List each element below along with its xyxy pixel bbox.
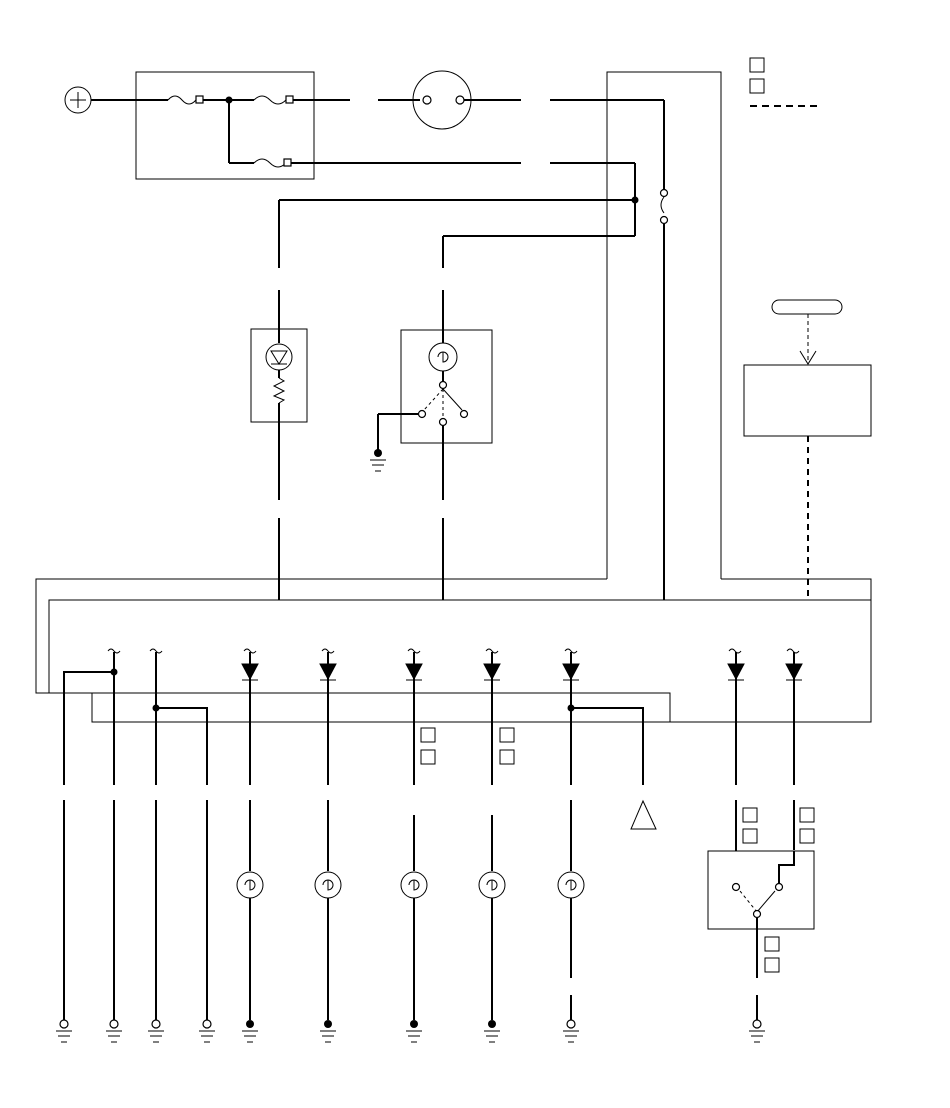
horn-icon [630,799,657,830]
bulb-icon [400,871,428,899]
ground-icon [148,1019,164,1043]
wire-label-box [764,957,780,973]
output-channels [63,648,815,1020]
bulb-icon [314,871,342,899]
switch-icon [417,380,469,427]
ground-icon [370,449,386,472]
wire-label-box [420,727,436,743]
channel-diode-2 [314,648,342,1020]
connector-icon [412,70,472,130]
legend [749,57,818,107]
wire-label-box [799,828,815,844]
bulb-icon [478,871,506,899]
resistor-icon [272,377,286,404]
wire-label-box [742,828,758,844]
ground-icon [56,1019,72,1043]
sensor-unit [743,364,872,437]
bulb-icon [236,871,264,899]
ground-icon [749,1019,765,1043]
channel-diode-7 [785,648,803,850]
ground-icon [199,1019,215,1043]
wire-label-box [499,727,515,743]
channel-diode-6 [727,648,745,883]
sensor-icon [771,299,843,315]
switch-module [707,850,815,930]
ground-icon [320,1020,336,1043]
bulb-icon [557,871,585,899]
channel-diode-1 [236,648,264,1020]
wire-label-box [420,749,436,765]
fuse-icon [659,188,669,225]
grounds [56,1019,765,1043]
control-module [35,578,872,723]
indicator-section [250,200,872,600]
junction-dot [110,668,118,676]
wire-label-box [799,807,815,823]
wire-label-box [742,807,758,823]
ground-icon [406,1020,422,1043]
ground-icon [563,1019,579,1043]
switch-icon [731,882,784,919]
channel-diode-5 [557,648,657,1020]
wire-label-box [764,936,780,952]
legend-swatch-box [749,57,765,73]
ground-icon [242,1020,258,1043]
ground-icon [484,1020,500,1043]
power-supply-section [64,70,722,600]
legend-swatch-box [749,78,765,94]
channel-diode-3 [400,648,436,1020]
battery-positive-icon [64,86,92,114]
ground-icon [106,1019,122,1043]
wire-label-box [499,749,515,765]
channel-diode-4 [478,648,515,1020]
